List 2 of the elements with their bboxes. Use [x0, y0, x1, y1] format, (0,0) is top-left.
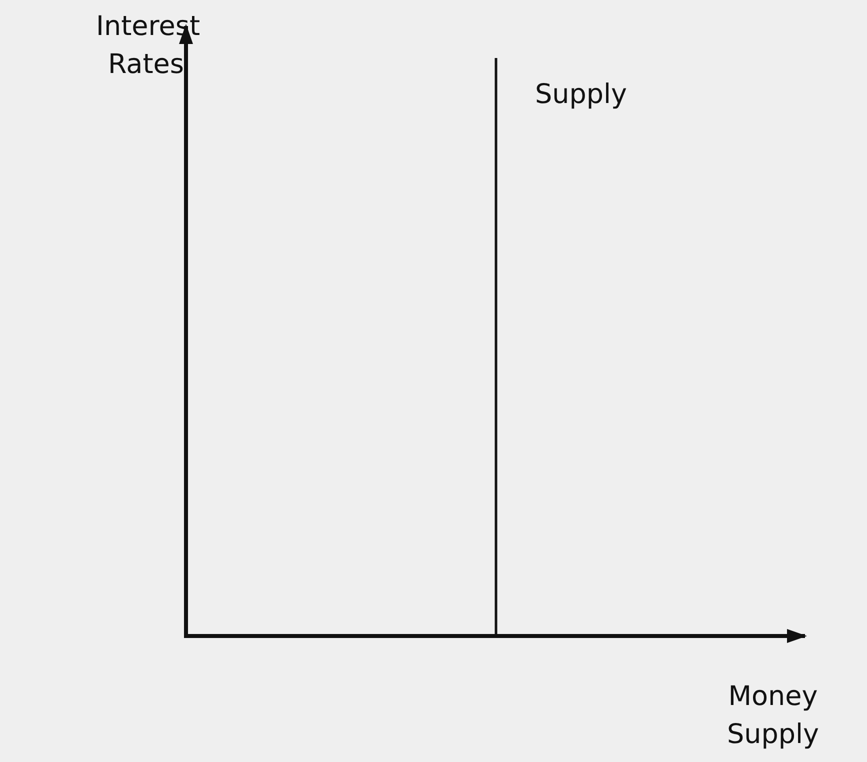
curve-label: Supply — [535, 78, 628, 112]
x-axis-title: Money Supply — [726, 680, 820, 752]
